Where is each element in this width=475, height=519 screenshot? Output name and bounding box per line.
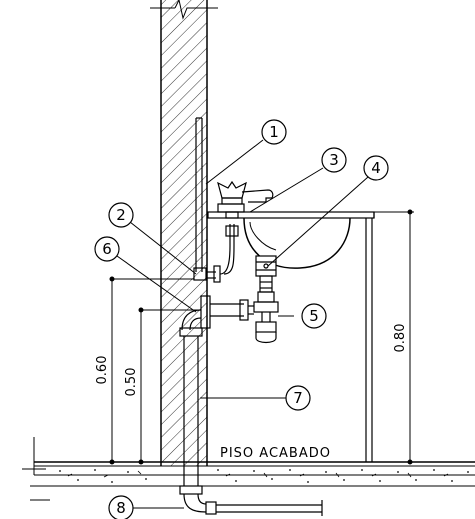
callout-7-label: 7	[293, 389, 303, 407]
dimension-0-50: 0.50	[124, 368, 139, 397]
callout-8-label: 8	[116, 499, 126, 517]
callout-2-label: 2	[116, 206, 126, 224]
dimension-0-60: 0.60	[95, 356, 110, 385]
drain-strainer	[255, 255, 277, 293]
callout-leaders	[116, 139, 369, 509]
floor-label: PISO ACABADO	[220, 446, 331, 461]
floor-slab	[22, 437, 475, 501]
faucet	[217, 180, 274, 219]
callout-6: 6	[94, 236, 120, 262]
callout-8: 8	[108, 495, 134, 519]
callout-2: 2	[108, 202, 134, 228]
callout-6-label: 6	[102, 240, 112, 258]
callout-3-label: 3	[329, 151, 339, 169]
callout-4: 4	[363, 155, 389, 181]
callout-7: 7	[285, 385, 311, 411]
callout-4-label: 4	[371, 159, 381, 177]
dimension-0-80: 0.80	[393, 324, 408, 353]
callout-1: 1	[261, 119, 287, 145]
callout-5-label: 5	[309, 307, 319, 325]
drain-pipe	[179, 295, 323, 516]
dimension-lines	[109, 209, 414, 465]
flex-connector	[213, 224, 239, 283]
callout-3: 3	[321, 147, 347, 173]
callout-1-label: 1	[269, 123, 279, 141]
washbasin	[207, 211, 375, 462]
p-trap	[210, 291, 279, 344]
callout-5: 5	[301, 303, 327, 329]
